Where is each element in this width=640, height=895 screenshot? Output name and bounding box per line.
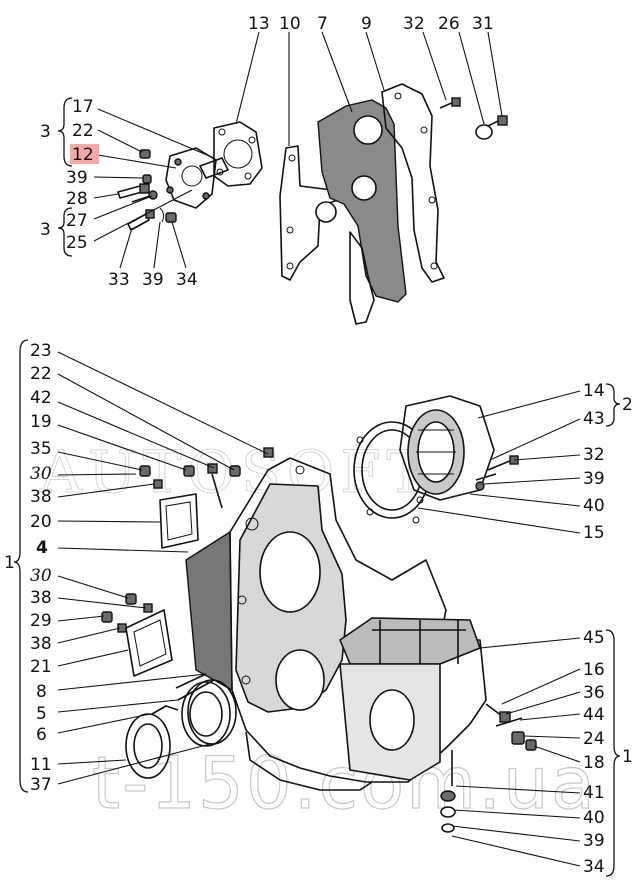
label-30b: 30 xyxy=(30,566,52,586)
top-assembly xyxy=(93,31,508,325)
label-7: 7 xyxy=(317,14,328,34)
label-21: 21 xyxy=(30,657,52,677)
label-44: 44 xyxy=(583,705,605,725)
label-14: 14 xyxy=(583,381,605,401)
group-label-1-right: 1 xyxy=(622,747,633,767)
label-32: 32 xyxy=(583,445,605,465)
label-23: 23 xyxy=(30,341,52,361)
label-19: 19 xyxy=(30,412,52,432)
part-21-cover xyxy=(125,609,173,677)
label-41: 41 xyxy=(583,783,605,803)
part-37-seal xyxy=(181,679,237,747)
label-28: 28 xyxy=(66,189,88,209)
label-17: 17 xyxy=(72,97,94,117)
label-5: 5 xyxy=(36,704,47,724)
top-labels: 13 10 7 9 32 26 31 17 22 12 39 28 27 25 … xyxy=(40,14,494,290)
right-labels: 14 43 2 32 39 40 15 45 16 36 44 24 18 1 … xyxy=(583,381,633,877)
label-38b: 38 xyxy=(30,588,52,608)
group-label-3b: 3 xyxy=(40,220,51,240)
label-43: 43 xyxy=(583,409,605,429)
label-37: 37 xyxy=(30,775,52,795)
highlight-12 xyxy=(70,144,99,164)
label-39b: 39 xyxy=(583,831,605,851)
top-leader-lines xyxy=(93,31,503,269)
label-31: 31 xyxy=(472,14,494,34)
label-16: 16 xyxy=(583,660,605,680)
part-12-flange xyxy=(165,147,229,209)
label-6: 6 xyxy=(36,725,47,745)
label-25: 25 xyxy=(66,233,88,253)
watermark-site: t-150.com.ua xyxy=(92,741,597,825)
part-10-gasket xyxy=(279,145,339,281)
part-14-hub xyxy=(399,395,495,501)
left-leader-lines xyxy=(57,351,269,785)
label-36: 36 xyxy=(583,683,605,703)
label-8: 8 xyxy=(36,682,47,702)
label-4: 4 xyxy=(36,538,48,558)
group-label-1-left: 1 xyxy=(4,553,15,573)
label-35: 35 xyxy=(30,439,52,459)
label-29: 29 xyxy=(30,611,52,631)
label-12: 12 xyxy=(72,145,94,165)
part-7-plate xyxy=(315,99,407,303)
label-39b: 39 xyxy=(142,270,164,290)
label-27: 27 xyxy=(66,211,88,231)
label-26: 26 xyxy=(438,14,460,34)
label-18: 18 xyxy=(583,753,605,773)
small-fasteners xyxy=(117,149,177,231)
part-9-gasket xyxy=(349,83,445,325)
label-39a: 39 xyxy=(583,469,605,489)
label-9: 9 xyxy=(361,14,372,34)
group-label-2: 2 xyxy=(622,395,633,415)
label-24: 24 xyxy=(583,729,605,749)
label-22: 22 xyxy=(30,364,52,384)
label-38c: 38 xyxy=(30,634,52,654)
label-30a: 30 xyxy=(30,464,52,484)
part-13-gasket xyxy=(213,121,263,187)
label-33: 33 xyxy=(108,270,130,290)
label-45: 45 xyxy=(583,628,605,648)
part-20-cover xyxy=(159,493,199,549)
label-22: 22 xyxy=(72,121,94,141)
label-39a: 39 xyxy=(66,168,88,188)
label-10: 10 xyxy=(279,14,301,34)
label-34: 34 xyxy=(583,857,605,877)
label-38a: 38 xyxy=(30,487,52,507)
label-40a: 40 xyxy=(583,496,605,516)
left-fasteners xyxy=(101,447,274,701)
label-15: 15 xyxy=(583,523,605,543)
right-leader-lines xyxy=(417,390,581,867)
label-42: 42 xyxy=(30,388,52,408)
part-4-housing xyxy=(185,457,487,791)
label-11: 11 xyxy=(30,755,52,775)
label-34: 34 xyxy=(176,270,198,290)
left-labels: 23 22 42 19 35 30 38 20 4 1 30 38 29 38 … xyxy=(4,341,52,795)
parts-32-26-31 xyxy=(439,97,508,140)
group-braces xyxy=(13,97,621,877)
label-13: 13 xyxy=(248,14,270,34)
label-20: 20 xyxy=(30,512,52,532)
bottom-assembly xyxy=(57,351,581,867)
label-32: 32 xyxy=(403,14,425,34)
label-40b: 40 xyxy=(583,808,605,828)
group-label-3a: 3 xyxy=(40,122,51,142)
